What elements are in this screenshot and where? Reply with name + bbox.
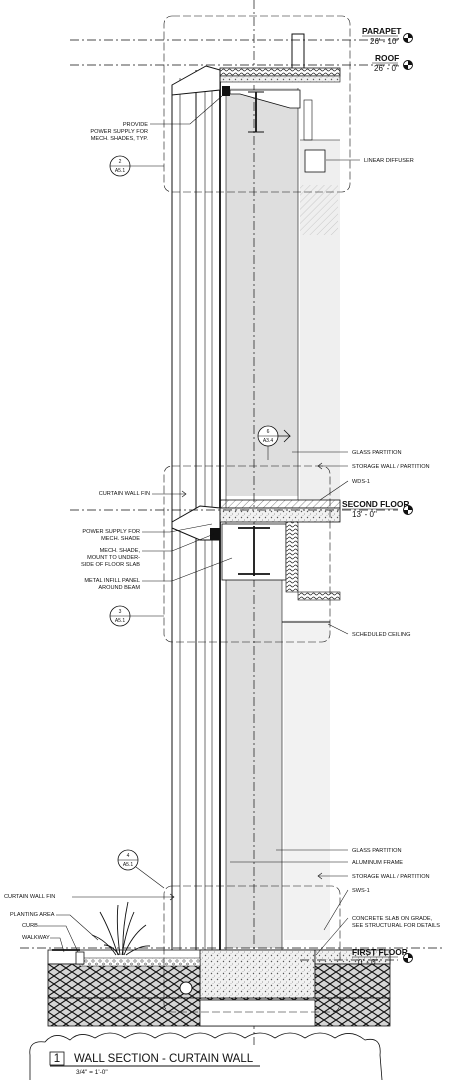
planting-graphic xyxy=(91,901,151,956)
detail-tag-4: 4 A5.1 xyxy=(117,849,165,889)
svg-text:WALKWAY: WALKWAY xyxy=(22,935,50,941)
ground-assembly xyxy=(20,947,445,1027)
svg-text:A5.1: A5.1 xyxy=(123,862,134,868)
note-concrete-slab: CONCRETE SLAB ON GRADE, SEE STRUCTURAL F… xyxy=(315,916,440,956)
view-title: WALL SECTION - CURTAIN WALL xyxy=(74,1053,254,1065)
note-power-supply-mid: POWER SUPPLY FOR MECH. SHADE xyxy=(82,523,213,542)
level-marker-second-floor: SECOND FLOOR 13' - 0" xyxy=(342,499,413,519)
level-lines xyxy=(70,39,398,961)
level-marker-parapet: PARAPET 26' - 10" xyxy=(362,26,413,46)
svg-text:CONCRETE SLAB ON GRADE,: CONCRETE SLAB ON GRADE, xyxy=(352,916,433,922)
svg-text:26' - 0": 26' - 0" xyxy=(374,64,399,73)
detail-callout-boxes xyxy=(163,15,351,1013)
svg-text:MECH. SHADE,: MECH. SHADE, xyxy=(100,548,141,554)
note-planting-area: PLANTING AREA xyxy=(10,912,99,941)
svg-text:26' - 10": 26' - 10" xyxy=(370,37,399,46)
svg-text:ROOF: ROOF xyxy=(375,53,399,63)
svg-text:CURTAIN WALL FIN: CURTAIN WALL FIN xyxy=(4,894,55,900)
note-power-supply-top: PROVIDE POWER SUPPLY FOR MECH. SHADES, T… xyxy=(90,95,223,142)
note-curtain-wall-fin-upper: CURTAIN WALL FIN xyxy=(99,490,187,498)
detail-tag-6: 6 A3.4 xyxy=(257,425,291,460)
note-walkway: WALKWAY xyxy=(22,935,65,953)
roof-assembly xyxy=(171,33,341,173)
note-metal-infill: METAL INFILL PANEL AROUND BEAM xyxy=(84,557,233,591)
svg-text:MECH. SHADE: MECH. SHADE xyxy=(101,536,140,542)
svg-text:POWER SUPPLY FOR: POWER SUPPLY FOR xyxy=(82,529,140,535)
svg-text:PARAPET: PARAPET xyxy=(362,26,402,36)
level-marker-roof: ROOF 26' - 0" xyxy=(372,53,413,73)
level-marker-first-floor: FIRST FLOOR 0' - 0" xyxy=(352,947,413,967)
svg-text:METAL INFILL PANEL: METAL INFILL PANEL xyxy=(84,578,140,584)
note-sws-1: SWS-1 xyxy=(323,888,370,931)
svg-text:MOUNT TO UNDER-: MOUNT TO UNDER- xyxy=(87,555,140,561)
svg-text:SIDE OF FLOOR SLAB: SIDE OF FLOOR SLAB xyxy=(81,562,140,568)
note-wds-1: WDS-1 xyxy=(319,479,370,501)
svg-text:ALUMINUM FRAME: ALUMINUM FRAME xyxy=(352,860,403,866)
note-linear-diffuser: LINEAR DIFFUSER xyxy=(326,158,414,164)
svg-text:A5.1: A5.1 xyxy=(115,168,126,174)
svg-text:3: 3 xyxy=(119,609,122,615)
svg-text:SEE STRUCTURAL FOR DETAILS: SEE STRUCTURAL FOR DETAILS xyxy=(352,923,440,929)
note-storage-wall-upper: STORAGE WALL / PARTITION xyxy=(317,462,430,470)
note-glass-partition-lower: GLASS PARTITION xyxy=(276,848,402,854)
svg-text:0' - 0": 0' - 0" xyxy=(358,958,379,967)
svg-text:FIRST FLOOR: FIRST FLOOR xyxy=(352,947,408,957)
svg-text:6: 6 xyxy=(267,429,270,435)
view-number: 1 xyxy=(54,1053,60,1065)
svg-text:POWER SUPPLY FOR: POWER SUPPLY FOR xyxy=(90,129,148,135)
svg-text:GLASS PARTITION: GLASS PARTITION xyxy=(352,450,402,456)
view-title-block: 1 WALL SECTION - CURTAIN WALL 3/4" = 1'-… xyxy=(29,1032,383,1080)
svg-text:SECOND FLOOR: SECOND FLOOR xyxy=(342,499,409,509)
svg-text:CURTAIN WALL FIN: CURTAIN WALL FIN xyxy=(99,491,150,497)
svg-text:PROVIDE: PROVIDE xyxy=(123,122,148,128)
svg-text:STORAGE WALL / PARTITION: STORAGE WALL / PARTITION xyxy=(352,464,430,470)
note-curb: CURB xyxy=(22,923,79,953)
second-floor-assembly xyxy=(171,499,341,623)
svg-text:MECH. SHADES, TYP.: MECH. SHADES, TYP. xyxy=(91,136,149,142)
svg-text:AROUND BEAM: AROUND BEAM xyxy=(98,585,140,591)
svg-text:A3.4: A3.4 xyxy=(263,438,274,444)
svg-text:STORAGE WALL / PARTITION: STORAGE WALL / PARTITION xyxy=(352,874,430,880)
note-curtain-wall-fin-lower: CURTAIN WALL FIN xyxy=(4,893,175,901)
svg-text:SWS-1: SWS-1 xyxy=(352,888,370,894)
interior-wall-fill xyxy=(226,88,340,948)
svg-text:13' - 0": 13' - 0" xyxy=(352,510,377,519)
note-storage-wall-lower: STORAGE WALL / PARTITION xyxy=(317,872,430,880)
detail-tag-2: 2 A5.1 xyxy=(109,155,164,177)
svg-text:LINEAR DIFFUSER: LINEAR DIFFUSER xyxy=(364,158,414,164)
svg-text:4: 4 xyxy=(127,853,130,859)
note-mech-shade: MECH. SHADE, MOUNT TO UNDER- SIDE OF FLO… xyxy=(81,533,215,568)
svg-text:WDS-1: WDS-1 xyxy=(352,479,370,485)
note-scheduled-ceiling: SCHEDULED CEILING xyxy=(327,623,410,638)
detail-tag-3: 3 A5.1 xyxy=(109,605,164,627)
svg-text:2: 2 xyxy=(119,159,122,165)
svg-text:PLANTING AREA: PLANTING AREA xyxy=(10,912,55,918)
note-aluminum-frame: ALUMINUM FRAME xyxy=(230,860,403,866)
svg-text:A5.1: A5.1 xyxy=(115,618,126,624)
svg-text:SCHEDULED CEILING: SCHEDULED CEILING xyxy=(352,632,410,638)
svg-text:CURB: CURB xyxy=(22,923,38,929)
view-scale: 3/4" = 1'-0" xyxy=(76,1069,108,1076)
svg-text:GLASS PARTITION: GLASS PARTITION xyxy=(352,848,402,854)
note-glass-partition-upper: GLASS PARTITION xyxy=(292,450,402,456)
